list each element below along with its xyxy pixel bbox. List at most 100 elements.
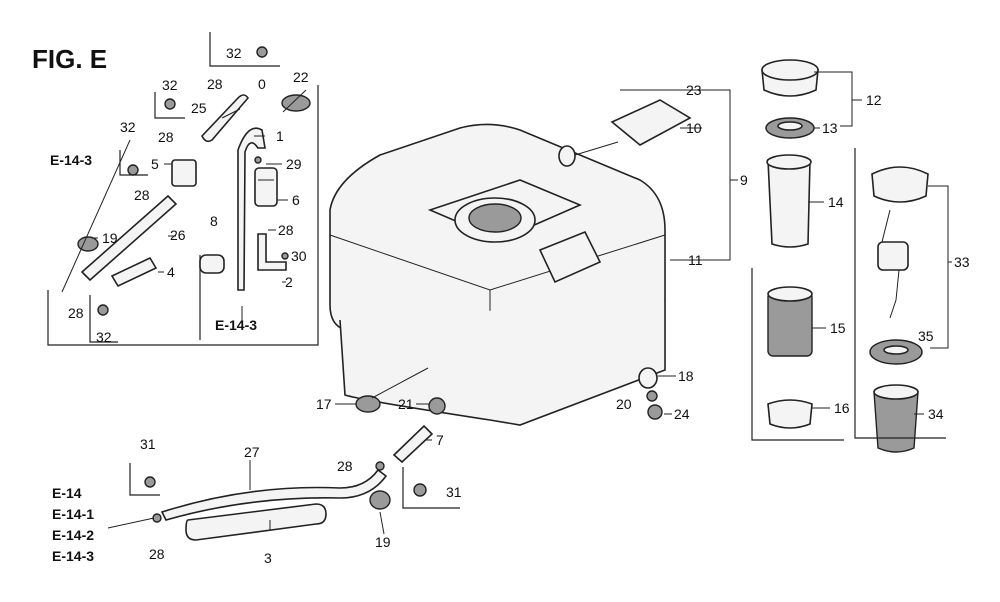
callout-13: 13 (822, 120, 838, 136)
part-13-seal-inner (777, 121, 803, 131)
part-15-rim (767, 286, 813, 302)
callout-32c: 32 (120, 119, 136, 135)
callout-16: 16 (834, 400, 850, 416)
callout-30: 30 (291, 248, 307, 264)
callout-8: 8 (210, 213, 218, 229)
part-34-rim (873, 384, 919, 400)
part-32-clamp-b (164, 98, 176, 110)
callout-31a: 31 (140, 436, 156, 452)
callout-11: 11 (688, 252, 703, 268)
part-19-grommet (77, 236, 99, 252)
callout-32d: 32 (96, 329, 112, 345)
callout-15: 15 (830, 320, 846, 336)
part-22-clip (281, 94, 311, 112)
frame-left-box (47, 85, 319, 346)
callout-28b: 28 (158, 129, 174, 145)
part-7-fuel-cock (392, 424, 434, 464)
callout-5: 5 (151, 156, 159, 172)
callout-27: 27 (244, 444, 260, 460)
part-32-clamp-d (97, 304, 109, 316)
ref-upper: E-14-3 (50, 152, 92, 168)
part-21-washer (428, 397, 446, 415)
part-33-cap (871, 166, 929, 203)
part-20-washer (646, 390, 658, 402)
lead-25 (221, 108, 241, 119)
part-28-clip-bottom (152, 513, 162, 523)
ref-bottom-0: E-14 (52, 485, 82, 501)
frame-32b (154, 92, 185, 119)
frame-31b (402, 467, 460, 509)
part-24-nut (647, 404, 663, 420)
lead-ref-upper (61, 139, 131, 293)
gauge-float (558, 145, 576, 167)
part-35-seal-inner (883, 345, 909, 355)
gauge-rod (574, 141, 619, 156)
callout-24: 24 (674, 406, 690, 422)
callout-28f: 28 (337, 458, 353, 474)
part-12-cap-top (761, 59, 819, 81)
lead-19b (379, 511, 385, 535)
part-2-hose (257, 233, 287, 271)
ref-mid: E-14-3 (215, 317, 257, 333)
part-19-grommet-b (369, 490, 391, 510)
callout-32b: 32 (162, 77, 178, 93)
part-28-clip-mid (375, 461, 385, 471)
ref-bottom-1: E-14-1 (52, 506, 94, 522)
callout-0-mark: 0 (258, 76, 266, 92)
bottom-hose-group: 31 27 28 31 E-14 E-14-1 E-14-2 E-14-3 28… (52, 436, 462, 566)
lead-ref-bottom (107, 517, 155, 529)
part-14-rim (766, 154, 812, 170)
tank-gauge-window (538, 230, 602, 284)
frame-33 (854, 148, 946, 439)
callout-28a: 28 (207, 76, 223, 92)
callout-28d: 28 (278, 222, 294, 238)
callout-19a: 19 (102, 230, 118, 246)
part-8-clip (199, 254, 225, 274)
part-6-filter (254, 167, 278, 207)
ref-bottom-2: E-14-2 (52, 527, 94, 543)
callout-35: 35 (918, 328, 934, 344)
frame-32c (119, 150, 148, 176)
lead-17b (371, 367, 429, 399)
callout-23: 23 (686, 82, 702, 98)
bracket-12-13 (814, 71, 853, 127)
callout-29: 29 (286, 156, 302, 172)
ref-bottom-3: E-14-3 (52, 548, 94, 564)
callout-2: 2 (285, 274, 293, 290)
callout-4: 4 (167, 264, 175, 280)
callout-18: 18 (678, 368, 694, 384)
callout-14: 14 (828, 194, 844, 210)
part-4-hose (110, 256, 158, 288)
callout-7: 7 (436, 432, 444, 448)
callout-25: 25 (191, 100, 207, 116)
frame-32d (89, 295, 118, 343)
part-1-hose (237, 127, 266, 291)
callout-33: 33 (954, 254, 970, 270)
part-32-clamp-top (256, 46, 268, 58)
part-3-hose (185, 503, 327, 541)
callout-32a: 32 (226, 45, 242, 61)
part-14-strainer (767, 159, 811, 248)
part-25-hose (201, 94, 250, 143)
left-fuel-line-group: 32 28 0 22 32 25 32 28 1 E-14-3 5 29 28 … (47, 32, 319, 346)
callout-22: 22 (293, 69, 309, 85)
fuel-tank-group: 23 10 9 11 18 17 21 20 24 7 (316, 82, 748, 464)
callout-26: 26 (170, 227, 186, 243)
callout-19b: 19 (375, 534, 391, 550)
part-32-clamp-c (127, 164, 139, 176)
part-5-cock (171, 159, 197, 187)
part-30-clip (281, 252, 289, 260)
callout-21: 21 (398, 396, 414, 412)
part-17-bolt (355, 395, 381, 413)
callout-28e: 28 (68, 305, 84, 321)
callout-20: 20 (616, 396, 632, 412)
frame-top-32 (209, 32, 280, 67)
part-31-clamp-b (413, 483, 427, 497)
callout-28g: 28 (149, 546, 165, 562)
part-18-cushion (638, 367, 658, 389)
part-29-clip (254, 156, 262, 164)
part-27-hose (160, 468, 388, 521)
callout-9: 9 (740, 172, 748, 188)
callout-10: 10 (686, 120, 702, 136)
